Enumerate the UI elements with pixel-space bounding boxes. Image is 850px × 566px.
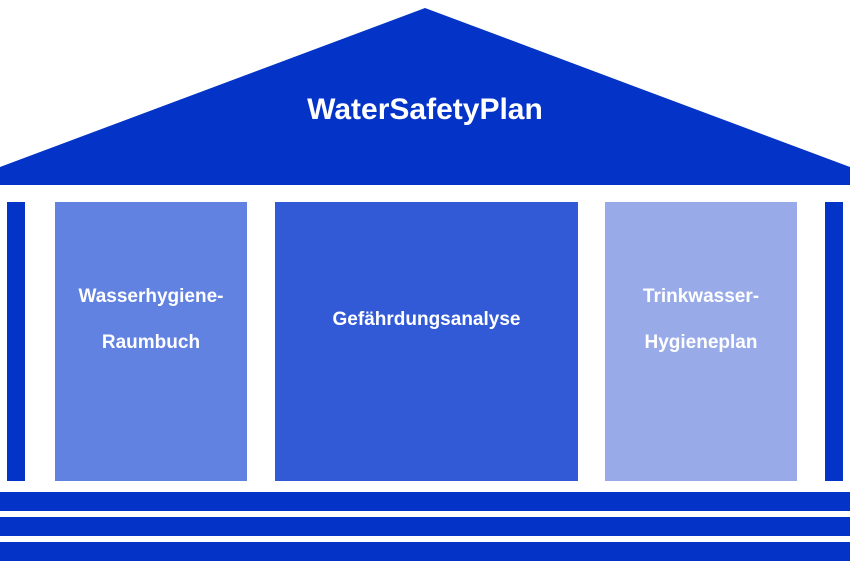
base-step-top: [0, 492, 850, 511]
column-label-line1: Gefährdungsanalyse: [332, 308, 521, 330]
roof-title: WaterSafetyPlan: [307, 93, 543, 126]
column-label-line2: Raumbuch: [101, 331, 201, 353]
base-step-bottom: [0, 542, 850, 561]
base-step-middle: [0, 517, 850, 536]
column-label-line1: Wasserhygiene-: [78, 285, 224, 307]
outer-pillar-right: [825, 202, 843, 481]
column-wasserhygiene-raumbuch: Wasserhygiene- Raumbuch: [55, 202, 247, 481]
roof: [0, 8, 850, 185]
roof-triangle: [0, 8, 850, 185]
column-gefaehrdungsanalyse: Gefährdungsanalyse: [275, 202, 578, 481]
column-label-line2: Hygieneplan: [644, 331, 758, 353]
outer-pillar-left: [7, 202, 25, 481]
column-label-line1: Trinkwasser-: [642, 285, 760, 307]
column-trinkwasser-hygieneplan: Trinkwasser- Hygieneplan: [605, 202, 797, 481]
